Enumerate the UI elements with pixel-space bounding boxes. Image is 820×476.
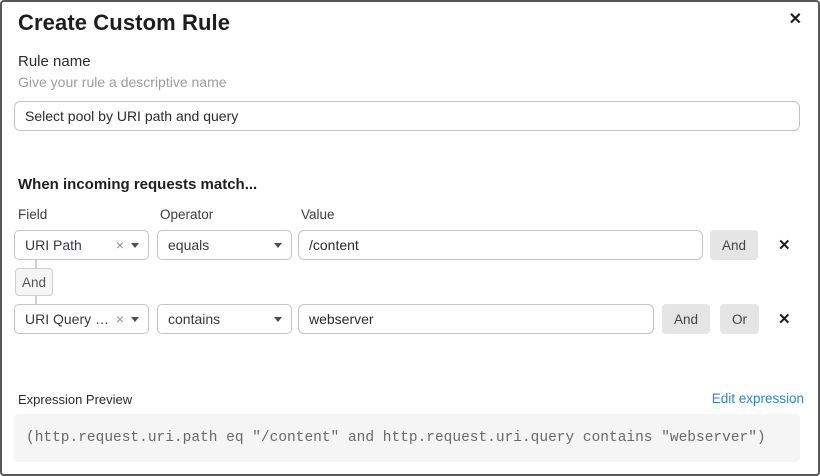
value-input-row2[interactable] — [298, 304, 654, 334]
and-connector-badge: And — [15, 268, 53, 296]
value-column-label: Value — [301, 207, 335, 222]
chevron-down-icon — [131, 316, 139, 322]
expression-preview-label: Expression Preview — [18, 392, 133, 407]
field-column-label: Field — [18, 207, 48, 222]
connector-line-top — [35, 260, 37, 268]
clear-field-icon[interactable]: × — [115, 237, 124, 253]
field-select-row2[interactable]: URI Query St... × — [14, 304, 149, 334]
field-select-row2-value: URI Query St... — [25, 311, 112, 327]
rule-name-label: Rule name — [18, 53, 91, 70]
chevron-down-icon — [274, 316, 282, 322]
add-and-condition-button-row2[interactable]: And — [662, 304, 711, 334]
field-select-row1-value: URI Path — [25, 237, 82, 253]
chevron-down-icon — [131, 242, 139, 248]
chevron-down-icon — [274, 242, 282, 248]
value-input-row1[interactable] — [298, 230, 703, 260]
operator-select-row2-value: contains — [168, 311, 221, 327]
operator-column-label: Operator — [160, 207, 214, 222]
add-and-condition-button-row1[interactable]: And — [710, 230, 759, 260]
close-icon[interactable]: ✕ — [788, 11, 802, 28]
add-or-condition-button-row2[interactable]: Or — [720, 304, 759, 334]
operator-select-row2[interactable]: contains — [157, 304, 292, 334]
match-section-heading: When incoming requests match... — [18, 176, 258, 193]
connector-line-bottom — [35, 296, 37, 304]
edit-expression-link[interactable]: Edit expression — [711, 391, 804, 406]
expression-code-block: (http.request.uri.path eq "/content" and… — [14, 414, 800, 462]
remove-row2-icon[interactable]: ✕ — [778, 311, 791, 328]
rule-name-hint: Give your rule a descriptive name — [18, 74, 227, 90]
operator-select-row1[interactable]: equals — [157, 230, 292, 260]
page-title: Create Custom Rule — [18, 10, 231, 35]
remove-row1-icon[interactable]: ✕ — [778, 237, 791, 254]
expression-code: (http.request.uri.path eq "/content" and… — [26, 430, 766, 446]
field-select-row1[interactable]: URI Path × — [14, 230, 149, 260]
operator-select-row1-value: equals — [168, 237, 210, 253]
clear-field-icon[interactable]: × — [115, 311, 124, 327]
rule-name-input[interactable] — [14, 101, 800, 131]
